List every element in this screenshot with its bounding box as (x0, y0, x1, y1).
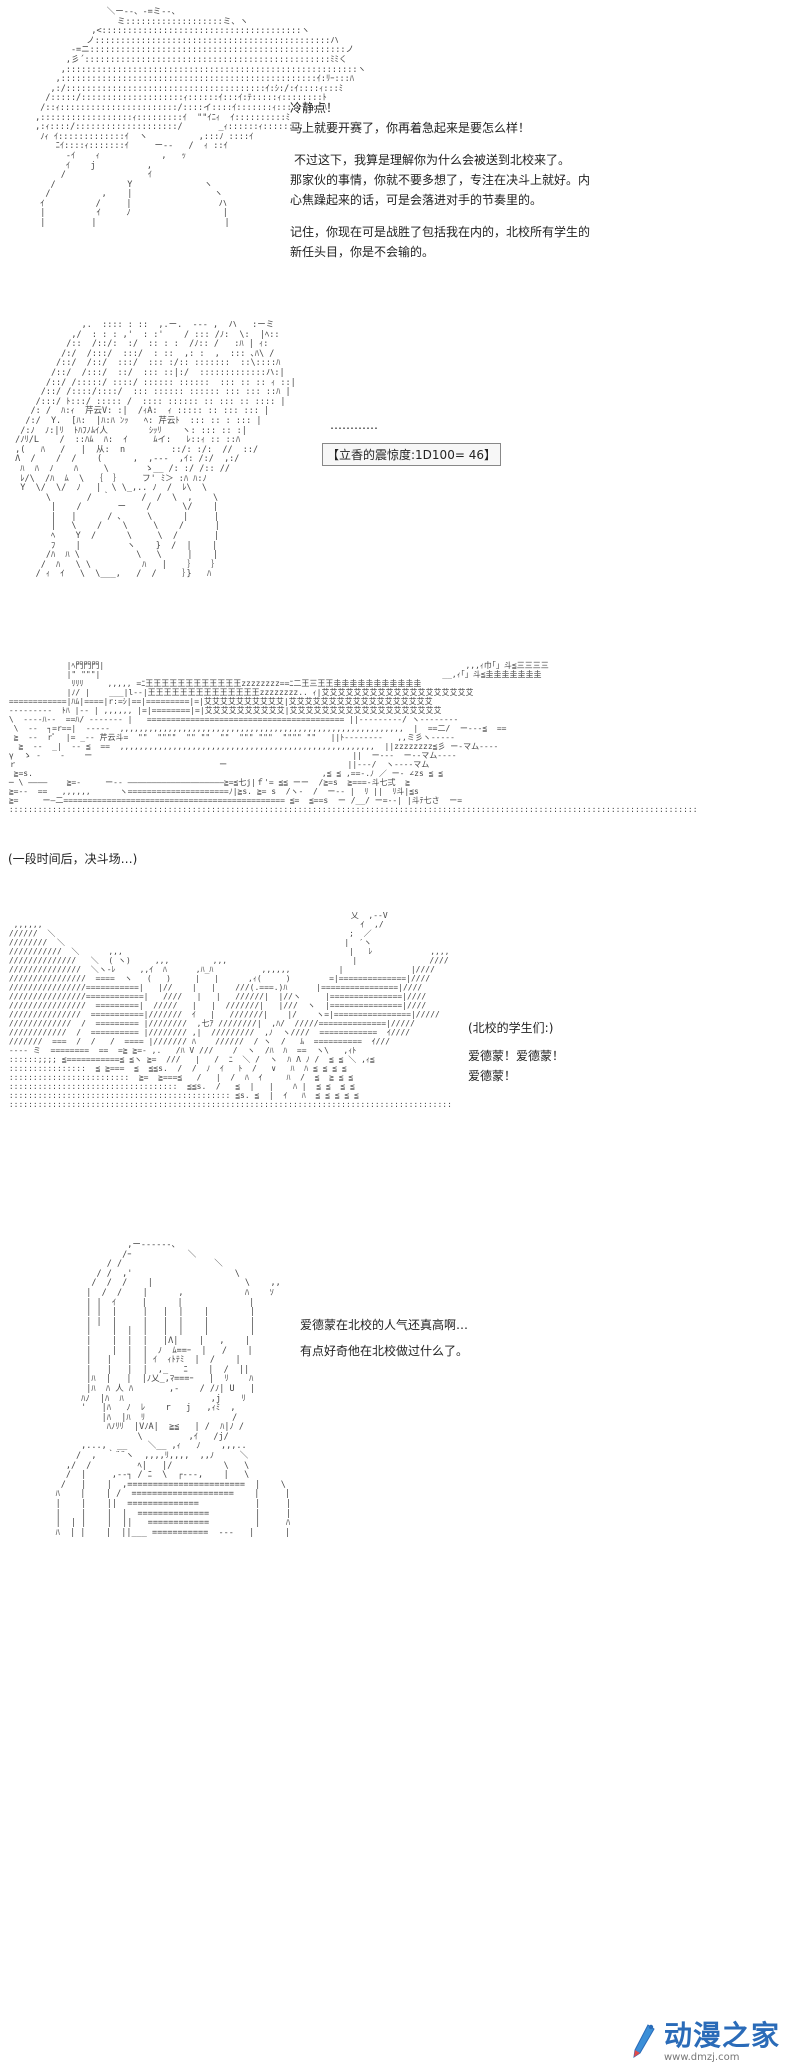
panel-5: ,ー‐‐‐‐--、 /ｰ ＼ / / ＼ / / ,' \ / / / | \ … (0, 1235, 800, 2069)
panel-1: ＼ー--、-=ミ--、 ミ:::::::::::::::::::ミ、ヽ ,<::… (0, 0, 800, 300)
scene-caption: (一段时间后，决斗场…) (8, 852, 138, 866)
panel-4: 乂 ,--V ,,,,,, ｲ ,/ ////// ＼ ; ／ ////////… (0, 905, 800, 1210)
dialogue-line: 爱德蒙！爱德蒙！ (468, 1049, 565, 1063)
dialogue-line: 那家伙的事情，你就不要多想了，专注在决斗上就好。内 (290, 173, 591, 187)
ascii-art-character-1: ＼ー--、-=ミ--、 ミ:::::::::::::::::::ミ、ヽ ,<::… (35, 7, 367, 229)
dialogue-box-4: (北校的学生们:) 爱德蒙！爱德蒙！ 爱德蒙！ (468, 1018, 768, 1086)
dialogue-line: 爱德蒙在北校的人气还真高啊… (300, 1318, 469, 1332)
dialogue-line: 新任头目，你是不会输的。 (290, 245, 435, 259)
dialogue-line: 爱德蒙！ (468, 1069, 517, 1083)
brush-logo-icon (628, 2023, 658, 2063)
panel-3: |ﾍ門門門| ,,,ｨ巾｢」斗≦三三三三 |" """| __,ｨ｢」斗≦圭圭圭… (0, 655, 800, 870)
dialogue-line: 冷静点！ (290, 101, 339, 115)
dialogue-line: 记住，你现在可是战胜了包括我在内的，北校所有学生的 (290, 225, 591, 239)
dialogue-line: 心焦躁起来的话，可是会落进对手的节奏里的。 (290, 193, 543, 207)
dialogue-line: (北校的学生们:) (468, 1021, 554, 1035)
ascii-art-crowd: 乂 ,--V ,,,,,, ｲ ,/ ////// ＼ ; ／ ////////… (8, 911, 452, 1109)
dice-roll-box: 【立香的震惊度:1D100= 46】 (322, 443, 501, 466)
ascii-art-character-2: ,. :::: : :: ,.ー. --- , ハ :ーミ ,/ : : : ,… (15, 320, 296, 580)
watermark-url: www.dmzj.com (663, 2052, 740, 2063)
ascii-art-scenery-arena: |ﾍ門門門| ,,,ｨ巾｢」斗≦三三三三 |" """| __,ｨ｢」斗≦圭圭圭… (8, 661, 698, 814)
watermark-name: 动漫之家 (663, 2019, 780, 2052)
dialogue-line: 不过这下，我算是理解你为什么会被送到北校来了。 (294, 153, 571, 167)
dialogue-box-1: 冷静点！ 马上就要开赛了，你再着急起来是要怎么样！ 不过这下，我算是理解你为什么… (290, 98, 770, 262)
ellipsis-text: ………… (330, 415, 378, 435)
dialogue-line: 有点好奇他在北校做过什么了。 (300, 1344, 469, 1358)
ellipsis-line: ………… (330, 418, 378, 432)
dialogue-box-5: 爱德蒙在北校的人气还真高啊… 有点好奇他在北校做过什么了。 (300, 1315, 620, 1361)
ascii-art-character-3: ,ー‐‐‐‐--、 /ｰ ＼ / / ＼ / / ,' \ / / / | \ … (55, 1240, 291, 1538)
site-watermark: 动漫之家 www.dmzj.com (628, 2014, 780, 2063)
panel-2: ,. :::: : :: ,.ー. --- , ハ :ーミ ,/ : : : ,… (0, 315, 800, 615)
dialogue-line: 马上就要开赛了，你再着急起来是要怎么样！ (290, 121, 531, 135)
